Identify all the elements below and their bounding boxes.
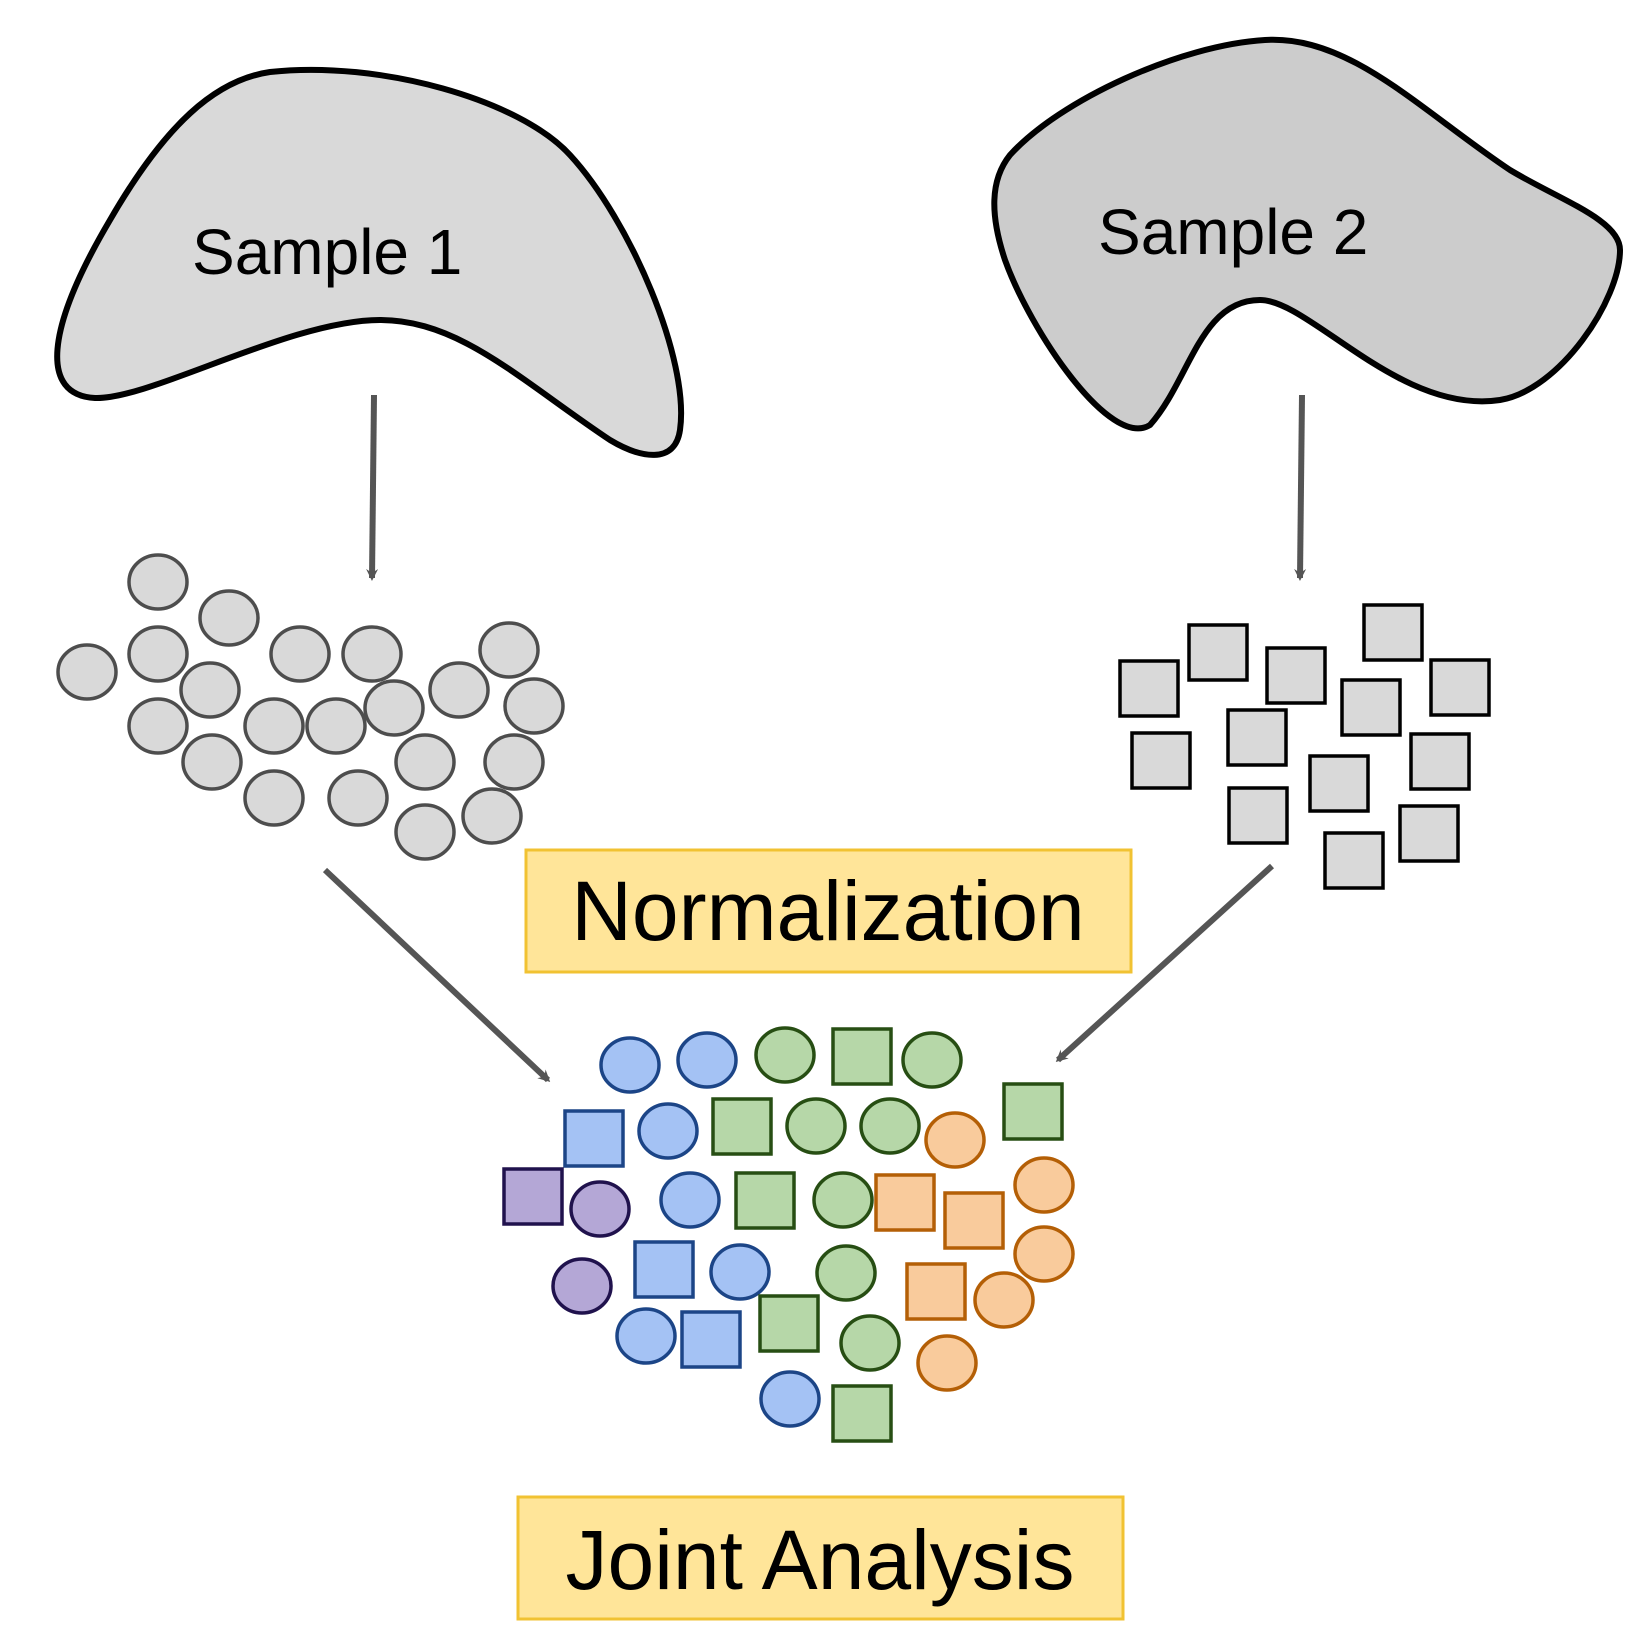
sample-1-cell — [127, 553, 189, 611]
green-cell-circle — [839, 1314, 901, 1372]
green-cell-square — [734, 1171, 796, 1230]
orange-cell-square — [943, 1191, 1005, 1250]
sample-1-cell — [127, 697, 189, 755]
arrow-sample1-down — [366, 394, 379, 581]
sample-2-cell — [1409, 732, 1471, 791]
blue-cell-square — [680, 1310, 742, 1369]
blue-cell-circle — [659, 1171, 721, 1229]
normalization-box — [524, 848, 1133, 974]
sample-1-cell — [243, 769, 305, 827]
sample-2-cell — [1130, 731, 1192, 790]
blue-cell-circle — [599, 1036, 661, 1094]
green-cell-square — [711, 1097, 773, 1156]
green-cell-circle — [812, 1171, 874, 1229]
sample-2-cells — [1118, 603, 1491, 890]
green-cell-square — [831, 1027, 893, 1086]
arrow-left-to-joint — [322, 867, 551, 1083]
sample-1-blob — [54, 66, 685, 458]
sample-2-cell — [1308, 754, 1370, 813]
sample-2-cell — [1340, 678, 1402, 737]
sample-1-cell — [269, 625, 331, 683]
orange-cell-circle — [916, 1334, 978, 1392]
orange-cell-circle — [1013, 1156, 1075, 1214]
sample-1-cell — [127, 625, 189, 683]
sample-1-cell — [363, 679, 425, 737]
sample-1-cell — [483, 733, 545, 791]
blue-cell-circle — [676, 1031, 738, 1089]
green-cell-square — [758, 1294, 820, 1353]
blue-cell-square — [633, 1240, 695, 1299]
orange-cell-circle — [1013, 1225, 1075, 1283]
sample-1-cell — [341, 625, 403, 683]
green-cell-square — [831, 1384, 893, 1443]
sample-2-blob — [991, 36, 1624, 432]
sample-1-cell — [461, 787, 523, 845]
joint-analysis-box — [516, 1495, 1125, 1621]
sample-1-cell — [198, 589, 260, 647]
green-cell-square — [1002, 1082, 1064, 1141]
blue-cell-circle — [709, 1243, 771, 1301]
joint-cells — [502, 1026, 1075, 1443]
sample-1-label: Sample 1 — [192, 216, 462, 288]
purple-cell-square — [502, 1167, 564, 1226]
sample-2-cell — [1226, 708, 1288, 767]
sample-2-label: Sample 2 — [1098, 196, 1368, 268]
joint-analysis-label: Joint Analysis — [566, 1513, 1075, 1607]
sample-2-cell — [1398, 804, 1460, 863]
sample-2-cell — [1187, 623, 1249, 682]
sample-1-cell — [503, 677, 565, 735]
normalization-label: Normalization — [571, 864, 1085, 958]
sample-1-cell — [394, 733, 456, 791]
sample-1-cell — [478, 621, 540, 679]
sample-1-cell — [56, 643, 118, 701]
sample-1-cells — [56, 553, 565, 861]
blue-cell-square — [563, 1109, 625, 1168]
sample-1-cell — [179, 661, 241, 719]
sample-2-cell — [1265, 646, 1327, 705]
orange-cell-square — [905, 1262, 967, 1321]
sample-2-cell — [1362, 603, 1424, 662]
sample-1-cell — [327, 769, 389, 827]
sample-1-cell — [243, 697, 305, 755]
orange-cell-circle — [973, 1271, 1035, 1329]
sample-2-cell — [1227, 786, 1289, 845]
arrows — [322, 394, 1307, 1083]
orange-cell-circle — [924, 1111, 986, 1169]
green-cell-circle — [815, 1244, 877, 1302]
sample-2-cell — [1118, 659, 1180, 718]
purple-cell-circle — [551, 1257, 613, 1315]
blue-cell-circle — [637, 1102, 699, 1160]
arrow-sample2-down — [1294, 394, 1307, 581]
sample-1-cell — [305, 697, 367, 755]
sample-1-cell — [428, 661, 490, 719]
purple-cell-circle — [569, 1180, 631, 1238]
sample-2-cell — [1429, 658, 1491, 717]
green-cell-circle — [785, 1097, 847, 1155]
arrow-right-to-joint — [1055, 863, 1275, 1063]
sample-1-cell — [394, 803, 456, 861]
sample-1-cell — [181, 733, 243, 791]
blue-cell-circle — [759, 1370, 821, 1428]
green-cell-circle — [901, 1031, 963, 1089]
sample-2-cell — [1323, 831, 1385, 890]
orange-cell-square — [874, 1173, 936, 1232]
green-cell-circle — [754, 1026, 816, 1084]
green-cell-circle — [859, 1097, 921, 1155]
blue-cell-circle — [615, 1307, 677, 1365]
